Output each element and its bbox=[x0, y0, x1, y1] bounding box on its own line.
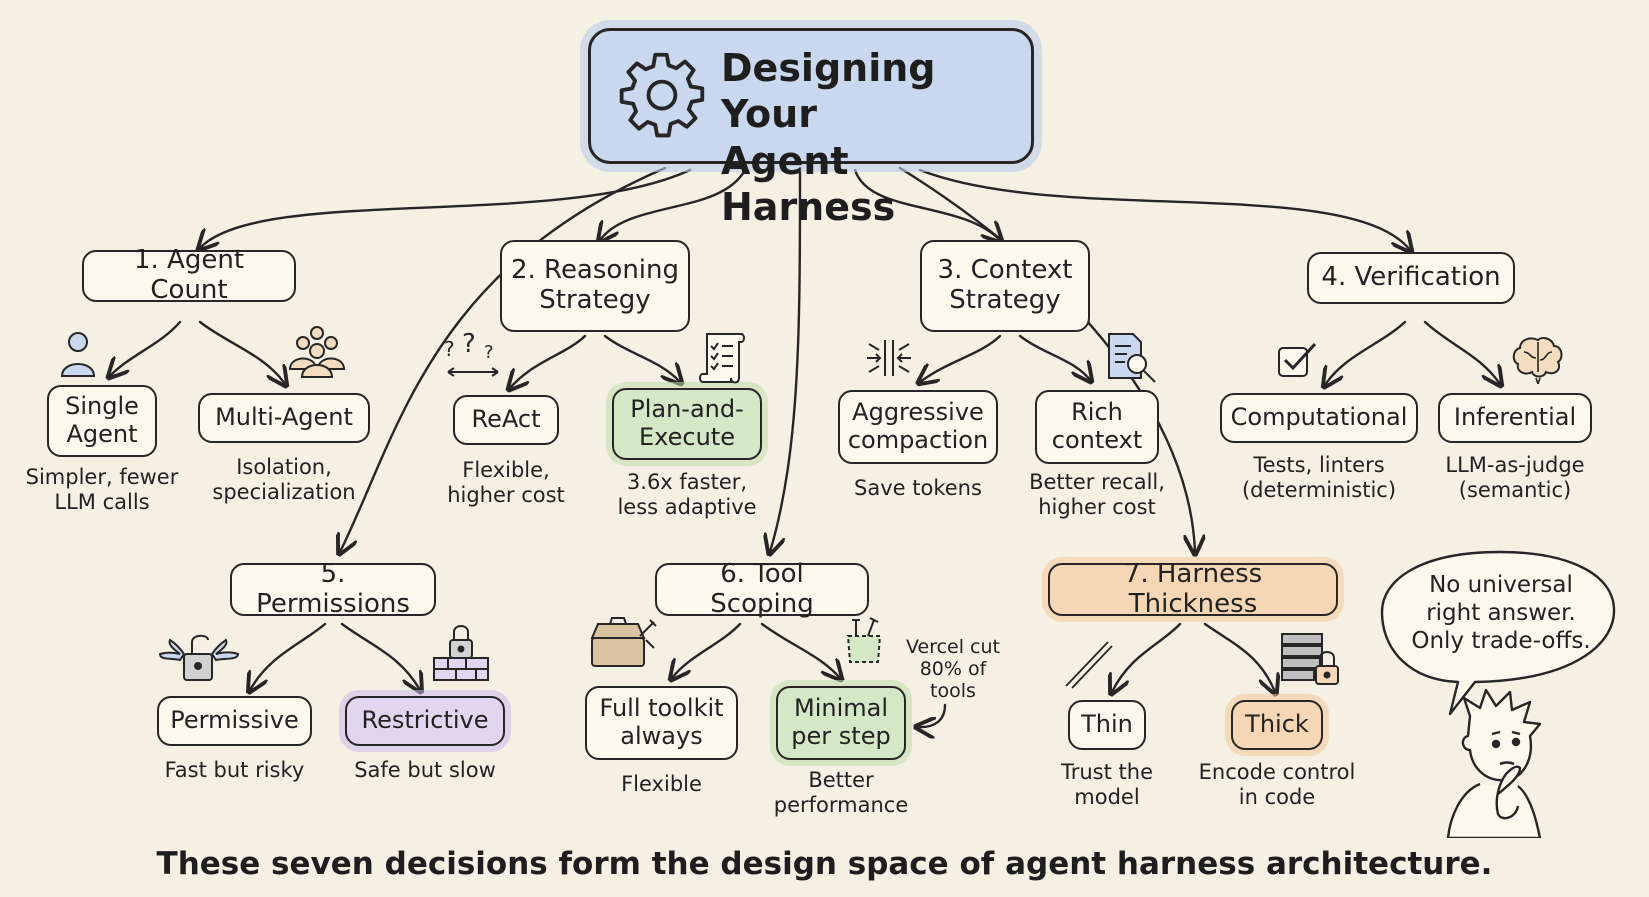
option-rich-context: Rich context bbox=[1035, 390, 1159, 464]
option-restrictive: Restrictive bbox=[345, 696, 505, 746]
option-minimal-per-step: Minimal per step bbox=[776, 686, 906, 760]
category-harness-thickness: 7. Harness Thickness bbox=[1048, 559, 1338, 618]
brick-wall-padlock-icon bbox=[433, 625, 489, 681]
arrow-annotation bbox=[918, 703, 947, 727]
caption-computational: Tests, linters (deterministic) bbox=[1241, 453, 1397, 502]
group-icon bbox=[288, 326, 346, 378]
thinking-person-icon bbox=[1446, 688, 1542, 838]
option-thin: Thin bbox=[1068, 700, 1146, 750]
arrow-to-context bbox=[853, 168, 1000, 240]
arrow-to-agent-count bbox=[200, 168, 692, 248]
footer-caption: These seven decisions form the design sp… bbox=[156, 846, 1493, 882]
caption-restrictive: Safe but slow bbox=[354, 758, 496, 782]
caption-minimal-per-step: Better performance bbox=[773, 768, 909, 817]
caption-single-agent: Simpler, fewer LLM calls bbox=[25, 465, 179, 514]
arrow-agent-multi bbox=[198, 320, 285, 384]
brain-icon bbox=[1512, 337, 1563, 384]
svg-text:?: ? bbox=[462, 330, 476, 359]
winged-unlocked-padlock-icon bbox=[158, 634, 240, 681]
question-arrows-icon: ? ? ? bbox=[444, 330, 499, 377]
speech-bubble bbox=[1380, 550, 1616, 716]
thin-lines-icon bbox=[1065, 641, 1113, 689]
caption-multi-agent: Isolation, specialization bbox=[212, 455, 356, 504]
toolbox-icon bbox=[590, 617, 657, 667]
category-tool-scoping: 6. Tool Scoping bbox=[655, 559, 869, 618]
vercel-annotation: Vercel cut 80% of tools bbox=[906, 636, 1000, 702]
arrow-thick-thin bbox=[1112, 622, 1182, 692]
arrow-to-reasoning bbox=[600, 168, 747, 240]
arrow-verif-inferential bbox=[1423, 320, 1500, 384]
arrow-to-permissions bbox=[340, 166, 667, 552]
arrow-context-aggressive bbox=[920, 334, 1002, 382]
arrow-thick-thick bbox=[1203, 622, 1275, 692]
pocket-tools-icon bbox=[846, 617, 882, 663]
caption-plan-and-execute: 3.6x faster, less adaptive bbox=[617, 470, 757, 519]
category-verification: 4. Verification bbox=[1307, 252, 1515, 304]
option-aggressive-compaction: Aggressive compaction bbox=[838, 390, 998, 464]
arrow-reasoning-react bbox=[510, 334, 587, 388]
category-permissions: 5. Permissions bbox=[230, 559, 436, 618]
arrow-context-rich bbox=[1018, 334, 1090, 380]
svg-text:?: ? bbox=[444, 337, 455, 361]
speech-bubble-text: No universal right answer. Only trade-of… bbox=[1411, 572, 1591, 655]
server-padlock-icon bbox=[1281, 633, 1339, 685]
arrow-tool-minimal bbox=[760, 622, 840, 678]
caption-rich-context: Better recall, higher cost bbox=[1029, 470, 1165, 519]
arrow-tool-full bbox=[672, 622, 742, 678]
caption-permissive: Fast but risky bbox=[164, 758, 305, 782]
diagram-title-box: Designing Your Agent Harness bbox=[588, 28, 1034, 229]
person-icon bbox=[60, 332, 96, 377]
option-single-agent: Single Agent bbox=[47, 385, 157, 457]
page-title: Designing Your Agent Harness bbox=[721, 46, 936, 230]
option-full-toolkit-always: Full toolkit always bbox=[585, 686, 738, 760]
svg-text:?: ? bbox=[484, 342, 494, 363]
option-permissive: Permissive bbox=[157, 696, 312, 746]
option-multi-agent: Multi-Agent bbox=[198, 393, 370, 443]
category-context-strategy: 3. Context Strategy bbox=[920, 240, 1090, 332]
option-react: ReAct bbox=[453, 395, 559, 445]
category-agent-count: 1. Agent Count bbox=[82, 245, 296, 305]
option-inferential: Inferential bbox=[1438, 393, 1592, 443]
document-magnifier-icon bbox=[1108, 333, 1156, 383]
caption-inferential: LLM-as-judge (semantic) bbox=[1445, 453, 1585, 502]
category-reasoning-strategy: 2. Reasoning Strategy bbox=[500, 240, 690, 332]
option-thick: Thick bbox=[1231, 700, 1323, 750]
checkbox-icon bbox=[1278, 342, 1317, 377]
caption-full-toolkit: Flexible bbox=[621, 772, 702, 796]
arrow-perm-permissive bbox=[250, 622, 327, 690]
checklist-scroll-icon bbox=[699, 333, 745, 384]
caption-react: Flexible, higher cost bbox=[447, 458, 565, 507]
arrow-agent-single bbox=[110, 320, 182, 376]
option-plan-and-execute: Plan-and- Execute bbox=[612, 388, 762, 460]
arrow-to-tool-scoping bbox=[770, 166, 802, 552]
arrow-to-verification bbox=[918, 168, 1410, 250]
arrow-reasoning-plan bbox=[603, 334, 680, 382]
compress-arrows-icon bbox=[867, 340, 911, 376]
caption-aggressive-compaction: Save tokens bbox=[854, 476, 982, 500]
arrow-perm-restrictive bbox=[340, 622, 420, 690]
caption-thin: Trust the model bbox=[1061, 760, 1153, 809]
option-computational: Computational bbox=[1220, 393, 1418, 443]
arrow-verif-computational bbox=[1325, 320, 1407, 385]
caption-thick: Encode control in code bbox=[1198, 760, 1356, 809]
gear-icon bbox=[619, 52, 705, 138]
